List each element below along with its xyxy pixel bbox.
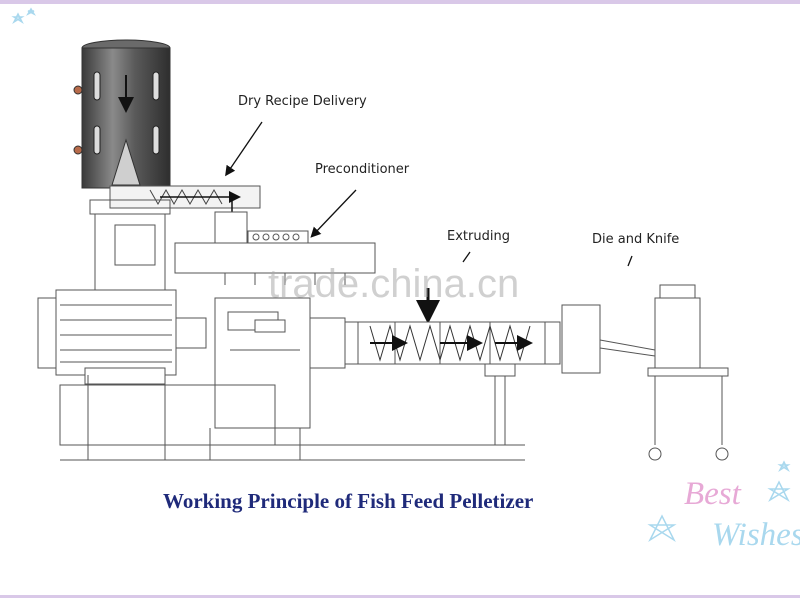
- label-dry-recipe-delivery: Dry Recipe Delivery: [238, 94, 367, 109]
- callout-arrow-preconditioner: [310, 189, 357, 238]
- decoration-wishes: Wishes: [712, 517, 800, 553]
- hopper-stand: [89, 199, 171, 300]
- base-frame: [59, 363, 525, 461]
- diagram-title: Working Principle of Fish Feed Pelletize…: [163, 489, 534, 513]
- callout-arrow-die-knife: [627, 255, 633, 267]
- knife-cart: [647, 284, 729, 461]
- star-decoration-bottom-right: [647, 460, 791, 543]
- preconditioner-unit: [174, 211, 376, 285]
- extruder-barrel: [309, 317, 561, 369]
- die: [561, 304, 656, 374]
- gearbox: [214, 297, 311, 429]
- feeder-screw: [109, 185, 261, 224]
- decoration-best: Best: [684, 476, 741, 512]
- watermark: trade.china.cn: [268, 262, 520, 306]
- star-decoration-top-left: [11, 7, 36, 25]
- callout-arrow-extruding: [462, 251, 471, 263]
- label-die-and-knife: Die and Knife: [592, 232, 680, 247]
- callout-arrow-dry-recipe: [225, 121, 263, 177]
- label-extruding: Extruding: [447, 229, 510, 244]
- hopper: [73, 39, 171, 189]
- label-preconditioner: Preconditioner: [315, 162, 410, 177]
- main-motor: [37, 289, 207, 385]
